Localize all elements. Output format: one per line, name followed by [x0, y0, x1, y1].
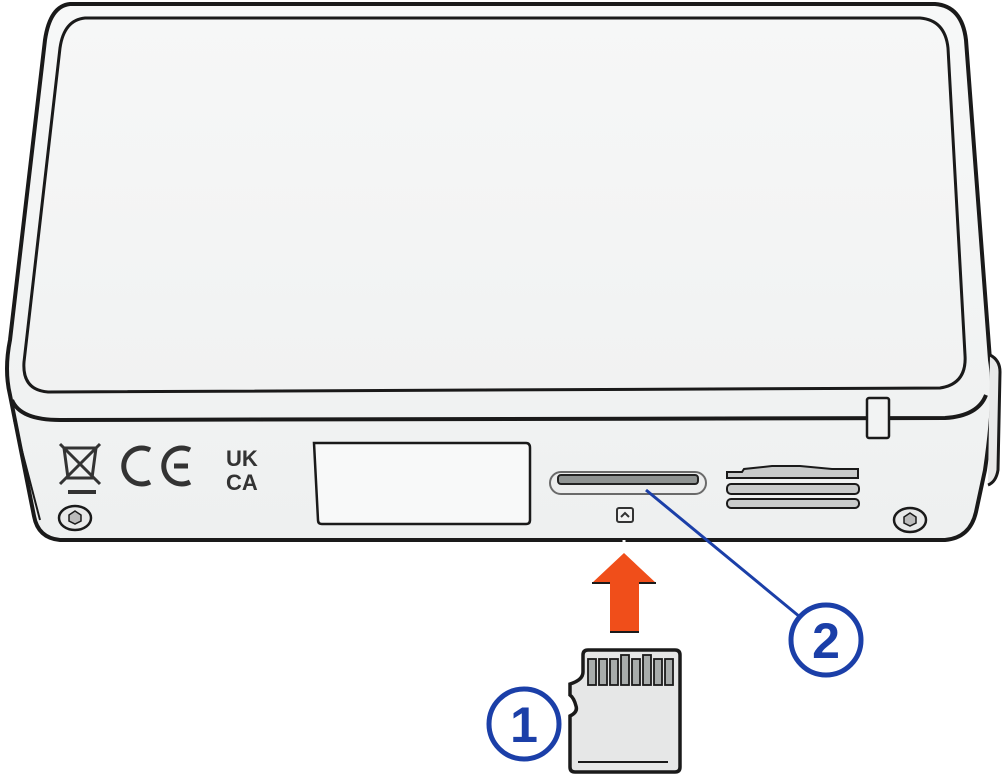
- svg-text:1: 1: [510, 697, 538, 753]
- weee-crossed-bin-icon: [58, 442, 102, 494]
- callout-1: 1: [486, 686, 562, 762]
- insert-direction-arrow: [592, 540, 656, 633]
- device-top-face: [22, 16, 967, 394]
- callout-2-leader: [645, 488, 801, 619]
- vent-grille: [726, 465, 860, 509]
- callout-2: 2: [788, 602, 864, 678]
- microsd-card: [568, 648, 682, 774]
- svg-text:UK: UK: [226, 446, 258, 471]
- screw-right: [892, 506, 928, 534]
- side-button: [987, 353, 1002, 487]
- latch-tab: [865, 396, 891, 440]
- card-orientation-chevron-icon: [616, 507, 634, 523]
- ce-mark-icon: [121, 445, 192, 487]
- memory-card-slot: [549, 471, 707, 523]
- device: [5, 2, 1002, 542]
- svg-text:2: 2: [812, 613, 840, 669]
- ukca-mark-icon: UK CA: [226, 446, 258, 495]
- regulatory-markings: UK CA: [58, 442, 258, 495]
- card-contacts: [587, 654, 674, 686]
- svg-text:CA: CA: [226, 470, 258, 495]
- label-plate: [312, 441, 532, 526]
- screw-left: [57, 504, 93, 532]
